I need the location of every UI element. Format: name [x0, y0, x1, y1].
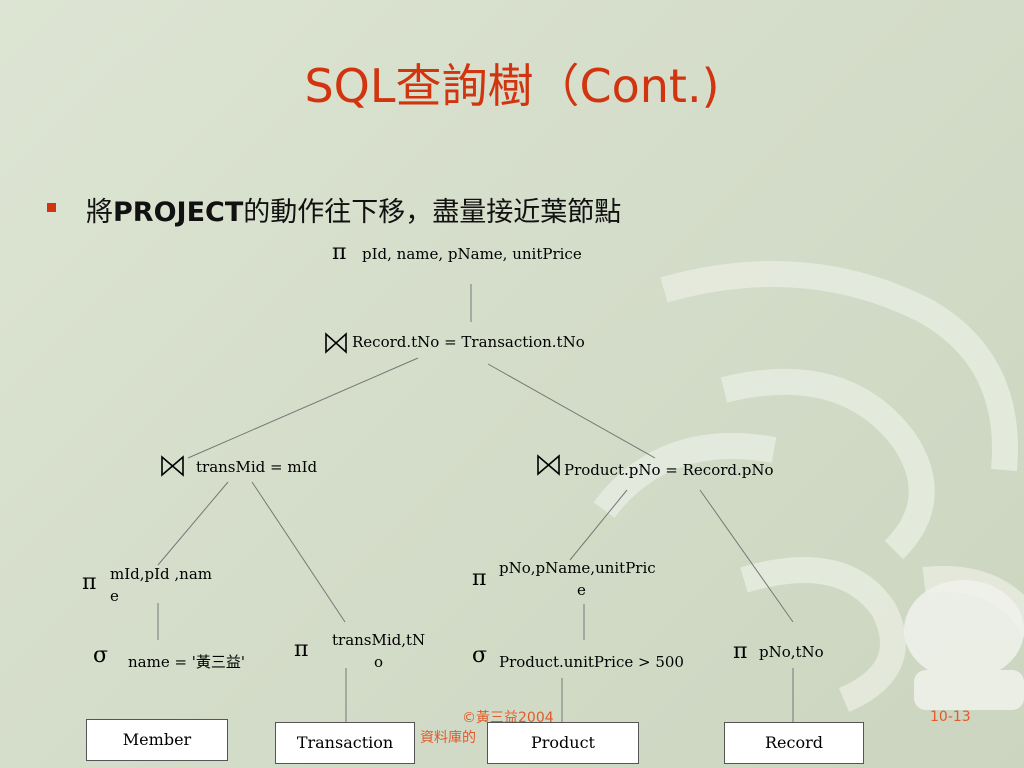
bullet-prefix: 將 [86, 197, 113, 228]
pi-symbol: π [332, 240, 347, 265]
bullet-marker [47, 203, 56, 212]
pi-symbol: π [294, 637, 309, 662]
edge-join-right [487, 363, 656, 459]
record-project-label: pNo,tNo [759, 643, 824, 661]
edge-right-product [569, 489, 628, 561]
join-icon [537, 454, 560, 476]
member-project-line2: e [110, 587, 119, 605]
table-record: Record [724, 722, 864, 764]
product-project-line2: e [577, 581, 586, 599]
join-icon [325, 332, 347, 354]
edge-right-record [699, 489, 794, 623]
bullet-text: 將PROJECT的動作往下移，盡量接近葉節點 [86, 190, 621, 229]
sigma-symbol: σ [472, 643, 488, 668]
slide-title: SQL查詢樹（Cont.) [304, 59, 720, 113]
edge-left-member [157, 481, 229, 566]
join-right-label: Product.pNo = Record.pNo [564, 461, 774, 479]
footer-book: 資料庫的 [420, 730, 476, 746]
table-product: Product [487, 722, 639, 764]
bullet-keyword: PROJECT [113, 197, 244, 228]
member-project-line1: mId,pId ,nam [110, 565, 213, 583]
root-project-label: pId, name, pName, unitPrice [362, 245, 582, 263]
bullet-suffix: 的動作往下移，盡量接近葉節點 [243, 197, 622, 228]
transaction-project-line1: transMid,tN [332, 631, 426, 649]
sigma-symbol: σ [93, 643, 109, 668]
pi-symbol: π [82, 570, 97, 595]
pi-symbol: π [733, 639, 748, 664]
product-project-line1: pNo,pName,unitPric [499, 559, 656, 577]
member-select-label: name = '黃三益' [128, 653, 246, 671]
join-top-label: Record.tNo = Transaction.tNo [352, 333, 585, 351]
pi-symbol: π [472, 566, 487, 591]
table-member: Member [86, 719, 228, 761]
edge-left-transaction [251, 481, 346, 623]
page-number: 10-13 [930, 709, 971, 725]
join-icon [161, 455, 184, 477]
join-left-label: transMid = mId [196, 458, 318, 476]
transaction-project-line2: o [374, 653, 384, 671]
table-transaction: Transaction [275, 722, 415, 764]
product-select-label: Product.unitPrice > 500 [499, 653, 684, 671]
edge-join-left [187, 357, 419, 459]
